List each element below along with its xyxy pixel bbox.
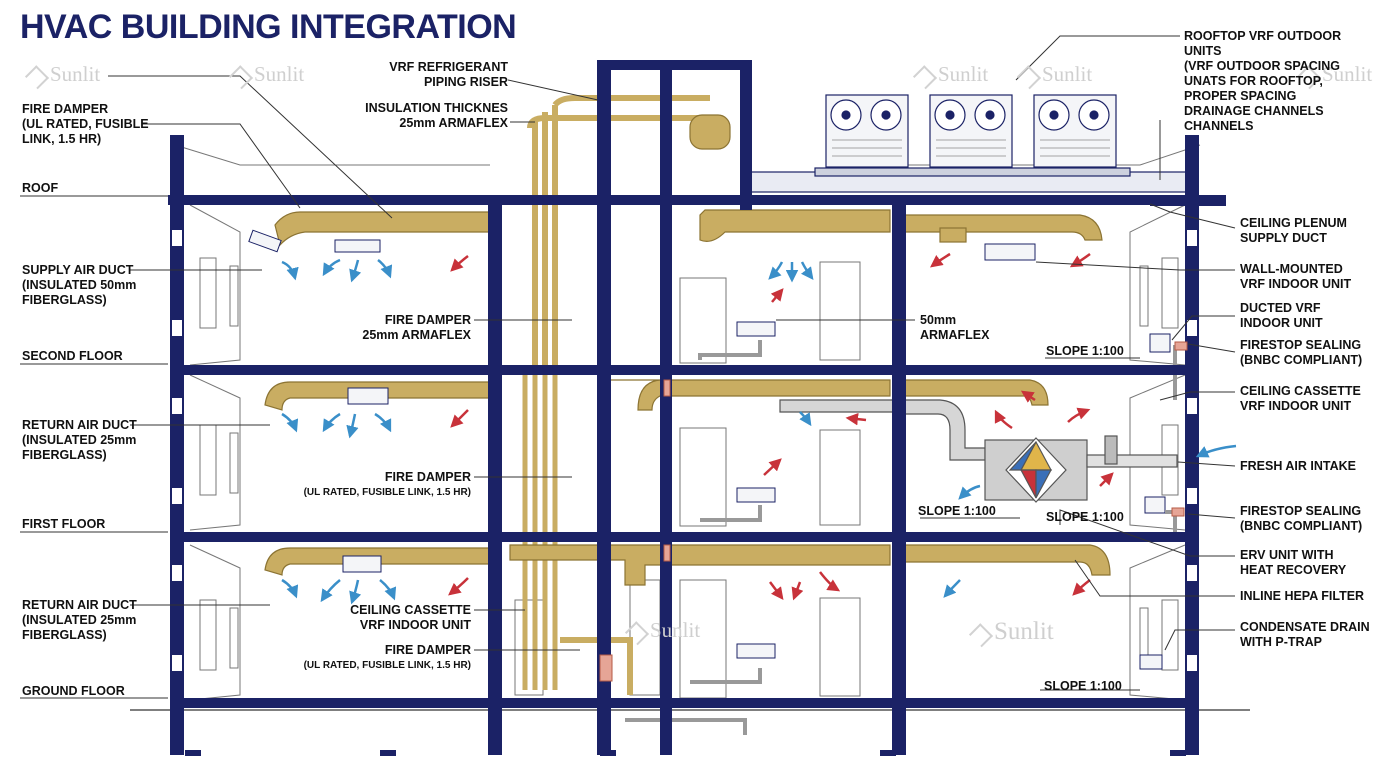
label-slope-first-a: SLOPE 1:100 bbox=[918, 504, 996, 518]
house-icon bbox=[1016, 65, 1042, 90]
label-second-floor: SECOND FLOOR bbox=[22, 349, 123, 363]
label-roof: ROOF bbox=[22, 181, 59, 195]
building-structure bbox=[168, 60, 1226, 756]
rooftop-units bbox=[749, 94, 1191, 193]
house-icon bbox=[24, 65, 50, 90]
label-firestop-first: FIRESTOP SEALING(BNBC COMPLIANT) bbox=[1240, 504, 1363, 533]
house-icon bbox=[968, 623, 994, 648]
erv-unit bbox=[779, 399, 1178, 503]
leader-lines bbox=[20, 35, 1236, 699]
watermark: Sunlit bbox=[1296, 62, 1372, 90]
label-inline-hepa: INLINE HEPA FILTER bbox=[1240, 589, 1365, 603]
indoor-units bbox=[248, 229, 1171, 670]
label-fire-damper-ground: FIRE DAMPER(UL RATED, FUSIBLE LINK, 1.5 … bbox=[303, 643, 471, 671]
watermark: Sunlit bbox=[1016, 62, 1092, 90]
watermark: Sunlit bbox=[24, 62, 100, 90]
watermark: Sunlit bbox=[624, 618, 700, 646]
supply-airflow-arrows bbox=[281, 258, 1237, 605]
label-fresh-air-intake: FRESH AIR INTAKE bbox=[1240, 459, 1356, 473]
label-ground-floor: GROUND FLOOR bbox=[22, 684, 125, 698]
label-firestop-second: FIRESTOP SEALING(BNBC COMPLIANT) bbox=[1240, 338, 1363, 367]
label-slope-second: SLOPE 1:100 bbox=[1046, 344, 1124, 358]
watermark: Sunlit bbox=[228, 62, 304, 90]
label-fire-damper-first: FIRE DAMPER(UL RATED, FUSIBLE LINK, 1.5 … bbox=[303, 470, 471, 498]
page-title: HVAC BUILDING INTEGRATION bbox=[20, 8, 517, 46]
return-airflow-arrows bbox=[448, 252, 1114, 601]
label-slope-first-b: SLOPE 1:100 bbox=[1046, 510, 1124, 524]
label-first-floor: FIRST FLOOR bbox=[22, 517, 106, 531]
watermark: Sunlit bbox=[968, 618, 1054, 648]
house-icon bbox=[624, 621, 650, 646]
label-slope-ground: SLOPE 1:100 bbox=[1044, 679, 1122, 693]
house-icon bbox=[912, 65, 938, 90]
watermark: Sunlit bbox=[912, 62, 988, 90]
house-icon bbox=[228, 65, 254, 90]
